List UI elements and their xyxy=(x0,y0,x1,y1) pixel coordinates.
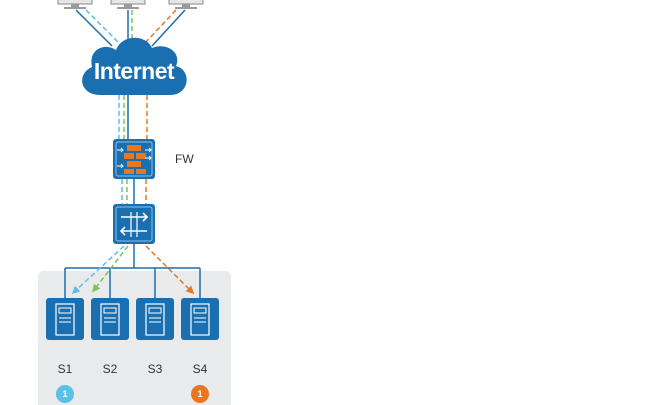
server-s1-label: S1 xyxy=(58,362,73,376)
server-s4-label: S4 xyxy=(193,362,208,376)
flow-orange-segment-1 xyxy=(145,9,177,43)
badge-s1: 1 xyxy=(56,385,74,403)
firewall-label: FW xyxy=(175,152,194,166)
switch-icon xyxy=(113,204,155,244)
client-computer-2 xyxy=(110,0,146,9)
server-s3-icon xyxy=(136,298,174,340)
server-s4-icon xyxy=(181,298,219,340)
flow-green-to-s2 xyxy=(92,245,129,293)
server-s1-icon xyxy=(46,298,84,340)
internet-cloud: Internet xyxy=(82,37,187,95)
cloud-label: Internet xyxy=(94,58,175,84)
server-s3-label: S3 xyxy=(148,362,163,376)
badge-s4-text: 1 xyxy=(197,389,202,399)
flow-cyan-to-s1 xyxy=(71,245,125,295)
link-client1-cloud xyxy=(75,9,113,47)
server-s2-label: S2 xyxy=(103,362,118,376)
link-client3-cloud xyxy=(151,9,186,47)
badge-s4: 1 xyxy=(191,385,209,403)
client-computer-1 xyxy=(57,0,93,9)
client-computer-3 xyxy=(168,0,204,9)
flow-orange-to-s4 xyxy=(145,245,195,295)
flow-cyan-segment-1 xyxy=(85,9,119,43)
badge-s1-text: 1 xyxy=(62,389,67,399)
server-s2-icon xyxy=(91,298,129,340)
firewall-icon xyxy=(113,139,155,179)
